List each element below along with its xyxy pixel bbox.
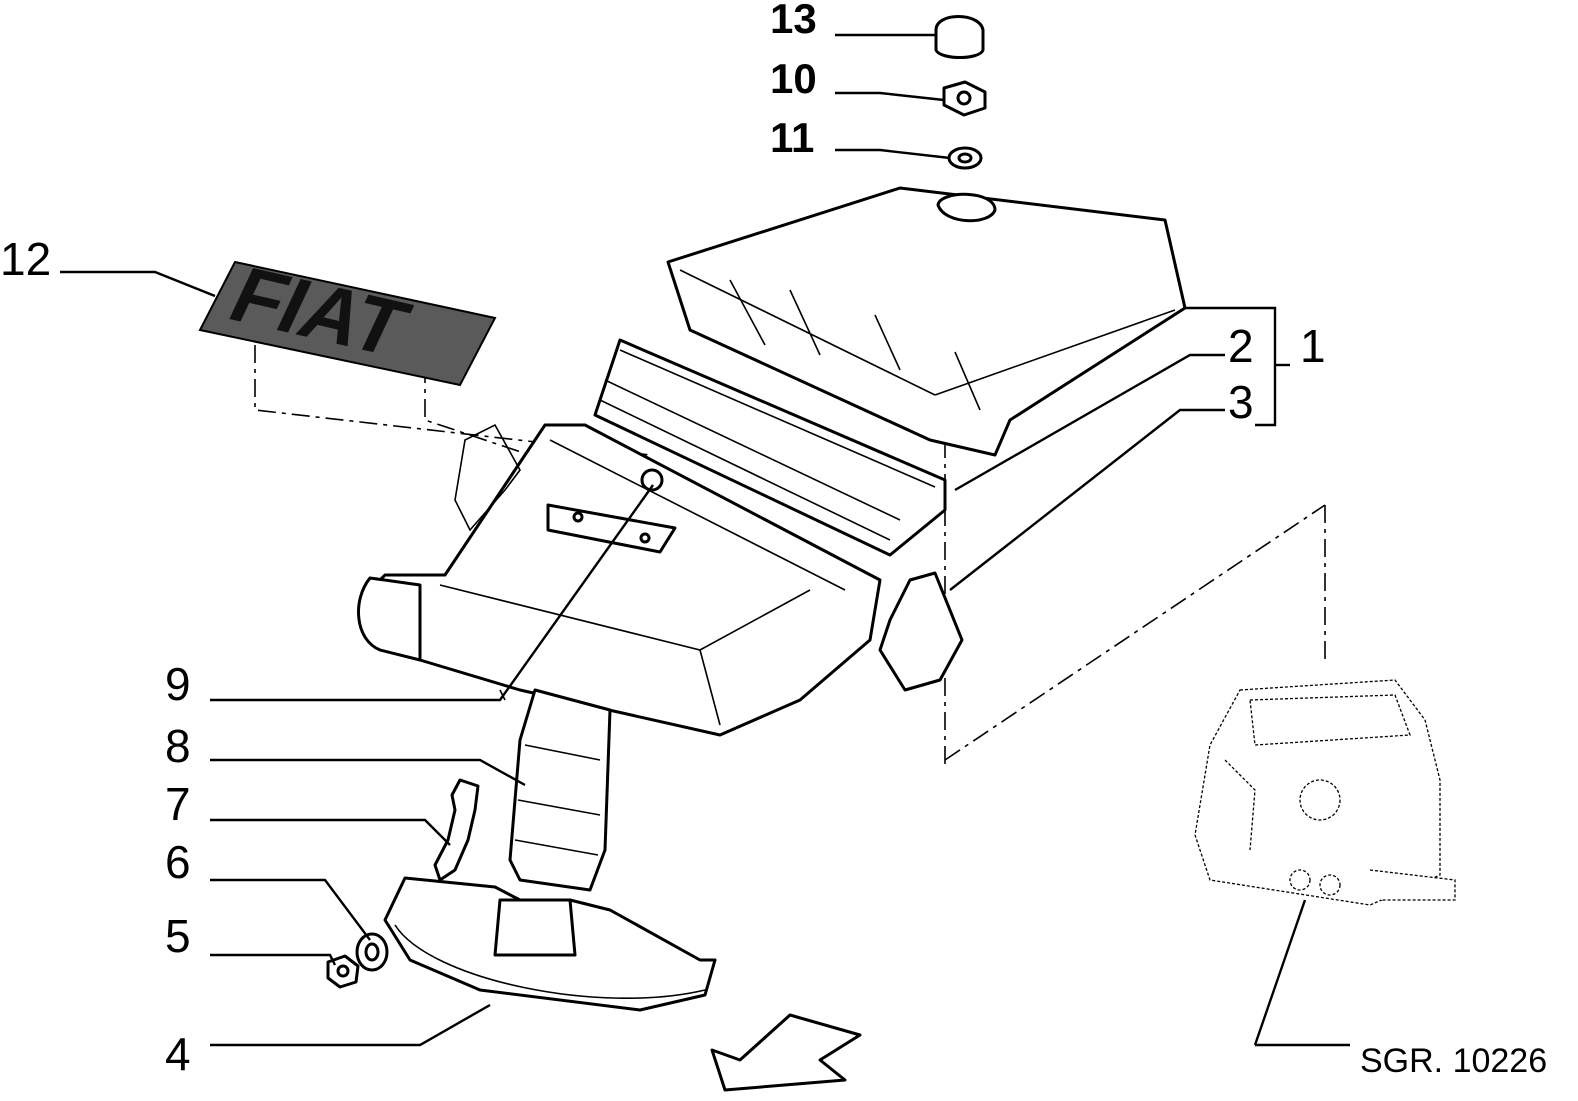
callout-13: 13 (770, 0, 817, 42)
direction-arrow (710, 1013, 862, 1092)
callout-4: 4 (165, 1028, 191, 1080)
filter-element (593, 338, 947, 557)
intake-hose (508, 688, 612, 892)
retaining-clip (433, 778, 480, 882)
callout-8: 8 (165, 720, 191, 772)
carburettor-sketch (1194, 679, 1456, 906)
hardware-parts (326, 15, 987, 989)
callout-labels: 13 10 11 12 2 1 3 9 8 7 6 5 4 SGR. 10226 (0, 0, 1547, 1080)
callout-9: 9 (165, 658, 191, 710)
callout-1: 1 (1300, 320, 1326, 372)
callout-3: 3 (1228, 376, 1254, 428)
diagram-reference-code: SGR. 10226 (1360, 1042, 1547, 1080)
base-plate (383, 876, 717, 1012)
callout-5: 5 (165, 910, 191, 962)
callout-7: 7 (165, 778, 191, 830)
callout-10: 10 (770, 55, 817, 102)
leader-lines (60, 33, 1350, 1047)
callout-6: 6 (165, 836, 191, 888)
flap-gasket (878, 571, 964, 692)
fiat-logo-text: FIAT (216, 252, 422, 373)
air-filter-housing (357, 423, 882, 737)
callout-12: 12 (0, 233, 51, 285)
callout-11: 11 (770, 114, 814, 161)
callout-2: 2 (1228, 320, 1254, 372)
filter-cover (666, 186, 1187, 457)
fiat-emblem: FIAT (198, 252, 497, 387)
